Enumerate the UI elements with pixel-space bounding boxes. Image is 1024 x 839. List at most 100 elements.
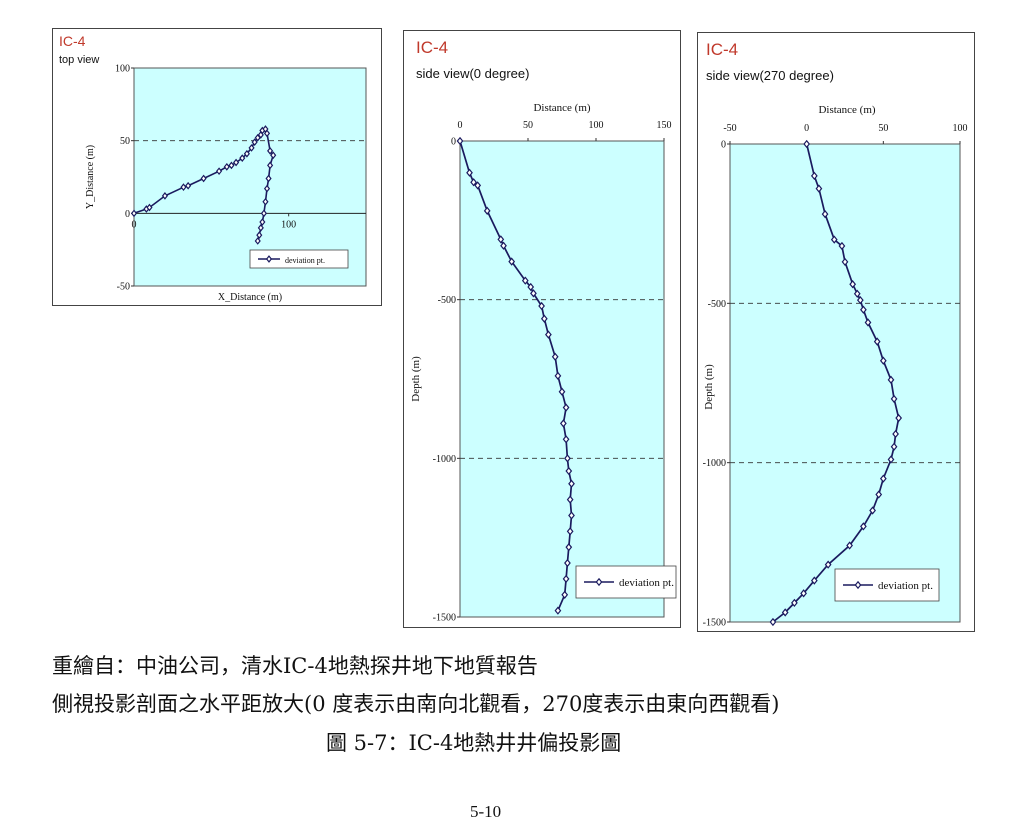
data-point: [146, 203, 153, 212]
data-point: [265, 174, 272, 183]
data-point: [239, 154, 246, 162]
data-point: [554, 371, 562, 380]
y-tick-label: -500: [708, 299, 726, 310]
data-point: [223, 162, 230, 171]
data-point: [860, 305, 867, 314]
chart-subtitle: side view(0 degree): [416, 66, 529, 81]
data-point: [564, 558, 571, 568]
data-point: [559, 419, 567, 428]
x-tick-label: 0: [804, 123, 809, 134]
x-axis-label: Distance (m): [533, 102, 590, 114]
data-point: [243, 149, 250, 158]
y-axis-label: Depth (m): [703, 364, 715, 410]
data-point: [130, 209, 138, 218]
x-tick-label: 100: [589, 120, 604, 131]
data-point: [853, 289, 861, 298]
plot-area: [729, 143, 961, 623]
data-point: [270, 151, 277, 160]
data-point: [890, 442, 898, 451]
y-axis-label: Y_Distance (m): [85, 145, 96, 209]
data-point: [856, 295, 864, 305]
x-tick-label: 0: [132, 219, 137, 230]
data-point: [869, 506, 876, 515]
data-point: [791, 598, 798, 608]
data-point: [892, 429, 899, 439]
data-point: [895, 413, 903, 423]
data-point: [860, 522, 867, 531]
data-point: [781, 608, 789, 617]
data-point: [887, 375, 895, 384]
chart-title: IC-4: [59, 33, 86, 49]
data-point: [824, 560, 832, 569]
y-tick-label: 0: [721, 140, 726, 151]
x-tick-label: 50: [878, 123, 888, 134]
data-point: [562, 574, 570, 584]
legend-box: [249, 249, 349, 269]
data-point: [521, 276, 529, 285]
y-axis-label: Depth (m): [410, 356, 422, 402]
data-point: [161, 192, 168, 200]
legend-label: deviation pt.: [285, 256, 325, 265]
chart-subtitle: side view(270 degree): [706, 68, 834, 83]
x-tick-label: 50: [523, 120, 533, 131]
data-point: [864, 318, 872, 327]
data-point: [803, 139, 811, 149]
data-point: [185, 181, 192, 190]
legend-marker: [265, 255, 273, 263]
x-tick-label: 150: [657, 120, 672, 131]
y-tick-label: -500: [438, 295, 456, 306]
figure-caption: 圖 5-7：IC-4地熱井井偏投影圖: [326, 731, 622, 755]
x-tick-label: 100: [281, 219, 296, 230]
data-point: [875, 490, 883, 499]
legend-label: deviation pt.: [619, 577, 674, 589]
chart-title: IC-4: [706, 40, 738, 59]
y-tick-label: -50: [117, 282, 130, 293]
y-tick-label: 100: [115, 64, 130, 75]
plot-area: [459, 140, 665, 618]
data-point: [200, 174, 207, 183]
data-point: [257, 224, 264, 232]
data-point: [564, 454, 571, 463]
data-point: [254, 133, 261, 142]
data-point: [228, 161, 235, 170]
data-point: [262, 197, 269, 206]
data-point: [540, 314, 548, 323]
x-axis-label: X_Distance (m): [218, 292, 282, 303]
data-point: [466, 168, 473, 177]
data-point: [849, 280, 857, 289]
page-number: 5-10: [470, 802, 502, 821]
data-point: [561, 590, 569, 599]
data-point: [810, 576, 818, 585]
data-point: [890, 394, 898, 404]
data-point: [873, 337, 881, 346]
data-point: [267, 146, 274, 155]
data-point: [565, 543, 573, 552]
y-tick-label: 0: [451, 137, 456, 148]
data-point: [769, 617, 777, 627]
data-point: [538, 301, 545, 311]
data-point: [800, 589, 807, 598]
data-point: [256, 231, 263, 239]
x-tick-label: 100: [953, 123, 968, 134]
data-point: [508, 257, 516, 266]
data-point: [180, 183, 187, 192]
data-point: [879, 356, 887, 365]
data-point: [263, 184, 271, 193]
data-point: [263, 129, 271, 138]
x-tick-label: 0: [458, 120, 463, 131]
data-point: [846, 541, 853, 550]
x-axis-label: Distance (m): [818, 104, 875, 116]
data-point: [566, 495, 574, 504]
data-point: [527, 282, 535, 292]
data-point: [233, 158, 240, 167]
side-view-270-chart: IC-4 side view(270 degree) Distance (m) Dep…: [697, 32, 975, 632]
data-point: [815, 184, 823, 193]
data-point: [841, 257, 849, 267]
data-point: [562, 403, 570, 412]
data-point: [821, 209, 829, 219]
y-tick-label: 50: [120, 136, 130, 147]
data-point: [474, 181, 482, 190]
